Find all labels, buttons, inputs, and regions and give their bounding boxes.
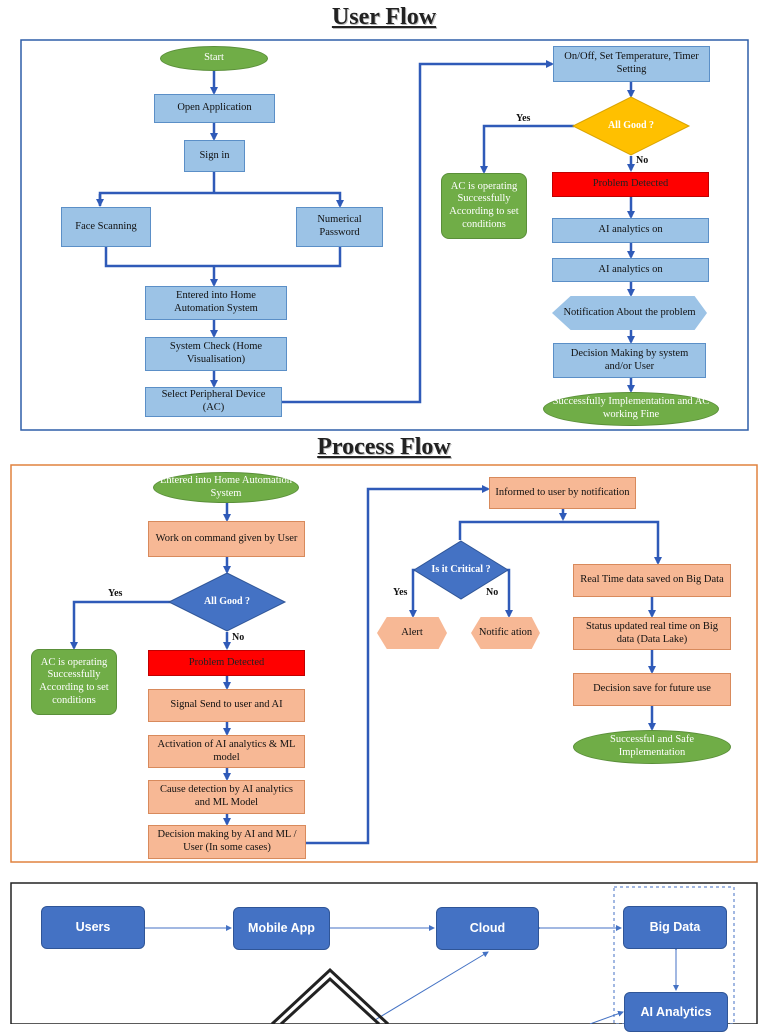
pf-activation: Activation of AI analytics & ML model xyxy=(148,735,305,768)
pf-yes2-label: Yes xyxy=(393,587,408,598)
uf-edge-select-onoff xyxy=(282,60,554,404)
pf-no-label: No xyxy=(232,632,245,643)
pf-edge-allgood-yes xyxy=(70,600,172,650)
uf-decision-making: Decision Making by system and/or User xyxy=(553,343,706,378)
uf-on-off-settings: On/Off, Set Temperature, Timer Setting xyxy=(553,46,710,82)
pf-edge-decision-informed xyxy=(306,485,490,845)
arch-ai-analytics: AI Analytics xyxy=(624,992,728,1032)
uf-numerical-password: Numerical Password xyxy=(296,207,383,247)
uf-entered-home: Entered into Home Automation System xyxy=(145,286,287,320)
uf-ai-analytics-1: AI analytics on xyxy=(552,218,709,243)
arch-edge-device-ai xyxy=(589,1010,624,1024)
pf-notification: Notific ation xyxy=(471,617,540,649)
process-flow-title: Process Flow xyxy=(317,434,451,460)
pf-no2-label: No xyxy=(486,587,499,598)
pf-is-critical-diamond xyxy=(413,540,509,600)
uf-all-good-diamond xyxy=(571,96,691,156)
process-flow-panel xyxy=(10,464,758,863)
pf-informed: Informed to user by notification xyxy=(489,477,636,509)
pf-signal-send: Signal Send to user and AI xyxy=(148,689,305,722)
home-device-icon xyxy=(270,967,390,1024)
uf-ac-operating: AC is operating Successfully According t… xyxy=(441,173,527,239)
pf-success: Successful and Safe Implementation xyxy=(573,730,731,764)
pf-problem-detected: Problem Detected xyxy=(148,650,305,676)
arch-mobile-app: Mobile App xyxy=(233,907,330,950)
arch-big-data: Big Data xyxy=(623,906,727,949)
pf-real-time: Real Time data saved on Big Data xyxy=(573,564,731,597)
arch-edge-device-cloud xyxy=(374,951,489,1021)
uf-problem-detected: Problem Detected xyxy=(552,172,709,197)
arch-cloud: Cloud xyxy=(436,907,539,950)
uf-start: Start xyxy=(160,46,268,71)
pf-all-good-diamond xyxy=(167,572,287,632)
pf-yes-label: Yes xyxy=(108,588,123,599)
uf-sign-in: Sign in xyxy=(184,140,245,172)
uf-open-application: Open Application xyxy=(154,94,275,123)
uf-edge-allgood-yes xyxy=(480,124,574,174)
pf-decision-save: Decision save for future use xyxy=(573,673,731,706)
uf-success: Successfully Implementation and AC worki… xyxy=(543,392,719,426)
pf-work-on-command: Work on command given by User xyxy=(148,521,305,557)
pf-ac-operating: AC is operating Successfully According t… xyxy=(31,649,117,715)
pf-edge-split xyxy=(458,520,662,565)
pf-alert: Alert xyxy=(377,617,447,649)
pf-decision-making: Decision making by AI and ML / User (In … xyxy=(148,825,306,859)
uf-all-good-label: All Good ? xyxy=(607,120,655,131)
uf-system-check: System Check (Home Visualisation) xyxy=(145,337,287,371)
uf-no-label: No xyxy=(636,155,649,166)
pf-cause-detection: Cause detection by AI analytics and ML M… xyxy=(148,780,305,814)
pf-is-critical-label: Is it Critical ? xyxy=(431,564,491,575)
uf-notification: Notification About the problem xyxy=(552,296,707,330)
pf-all-good-label: All Good ? xyxy=(203,596,251,607)
uf-edge-merge xyxy=(104,247,342,268)
uf-ai-analytics-2: AI analytics on xyxy=(552,258,709,282)
uf-face-scanning: Face Scanning xyxy=(61,207,151,247)
arch-users: Users xyxy=(41,906,145,949)
uf-yes-label: Yes xyxy=(516,113,531,124)
big-data-group-outline xyxy=(613,886,735,1024)
pf-entered-home: Entered into Home Automation System xyxy=(153,472,299,503)
uf-select-device: Select Peripheral Device (AC) xyxy=(145,387,282,417)
pf-status-updated: Status updated real time on Big data (Da… xyxy=(573,617,731,650)
user-flow-title: User Flow xyxy=(331,4,437,30)
